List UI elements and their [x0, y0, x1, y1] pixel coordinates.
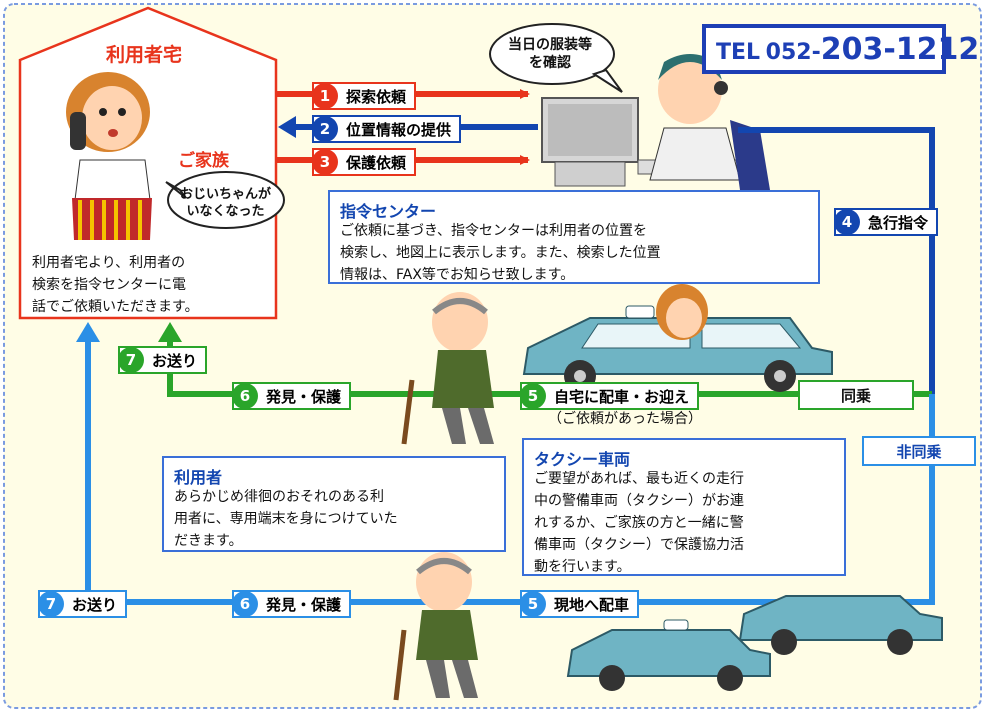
woman-on-phone-icon	[66, 72, 152, 240]
ride-branch-label: 同乗	[798, 380, 914, 410]
user-text: あらかじめ徘徊のおそれのある利 用者に、専用端末を身につけていた だきます。	[174, 489, 398, 549]
taxi-info-box: タクシー車両 ご要望があれば、最も近くの走行 中の警備車両（タクシー）がお連 れ…	[522, 438, 846, 576]
step-1-label: 1 探索依頼	[312, 82, 417, 110]
tel-main: 203-1212	[820, 32, 980, 67]
tel-prefix: TEL	[716, 40, 761, 65]
step-3-label: 3 保護依頼	[312, 148, 417, 176]
taxis-lower-icon	[566, 595, 943, 691]
tel-area: 052-	[765, 40, 821, 65]
step-5-no-ride-label: 5 現地へ配車	[520, 590, 640, 618]
taxi-with-family-icon	[522, 284, 833, 392]
no-ride-branch-label: 非同乗	[862, 436, 976, 466]
tel-box	[702, 24, 946, 74]
operator-speech-text: 当日の服装等 を確認	[508, 37, 592, 71]
user-info-box: 利用者 あらかじめ徘徊のおそれのある利 用者に、専用端末を身につけていた だきま…	[162, 456, 506, 552]
taxi-title: タクシー車両	[534, 450, 631, 469]
taxi-text: ご要望があれば、最も近くの走行 中の警備車両（タクシー）がお連 れするか、ご家族…	[534, 471, 744, 575]
step-6-ride-label: 6 発見・保護	[232, 382, 352, 410]
step-6-no-ride-label: 6 発見・保護	[232, 590, 352, 618]
operator-speech-bubble	[489, 23, 615, 85]
route-no-ride	[85, 340, 935, 605]
home-speech-text: おじいちゃんが いなくなった	[180, 187, 272, 219]
step-5-ride-label: 5 自宅に配車・お迎え	[520, 382, 700, 410]
step-7-ride-label: 7 お送り	[118, 346, 208, 374]
home-description: 利用者宅より、利用者の 検索を指令センターに電 話でご依頼いただきます。	[32, 255, 199, 315]
step-4-label: 4 急行指令	[834, 208, 939, 236]
route-step-4	[738, 127, 935, 394]
tel-number: TEL 052-203-1212	[716, 32, 979, 67]
ride-condition-note: （ご依頼があった場合）	[548, 411, 702, 427]
center-info-box: 指令センター ご依頼に基づき、指令センターは利用者の位置を 検索し、地図上に表示…	[328, 190, 820, 284]
family-label: ご家族	[178, 151, 229, 171]
step-7-no-ride-label: 7 お送り	[38, 590, 128, 618]
step-2-label: 2 位置情報の提供	[312, 115, 462, 143]
user-title: 利用者	[174, 468, 223, 487]
home-speech-bubble	[167, 171, 285, 229]
center-title: 指令センター	[340, 202, 437, 221]
elderly-man-icon	[401, 292, 494, 445]
center-text: ご依頼に基づき、指令センターは利用者の位置を 検索し、地図上に表示します。また、…	[340, 223, 661, 283]
home-title: 利用者宅	[106, 44, 183, 66]
elderly-man-lower-icon	[393, 552, 478, 701]
